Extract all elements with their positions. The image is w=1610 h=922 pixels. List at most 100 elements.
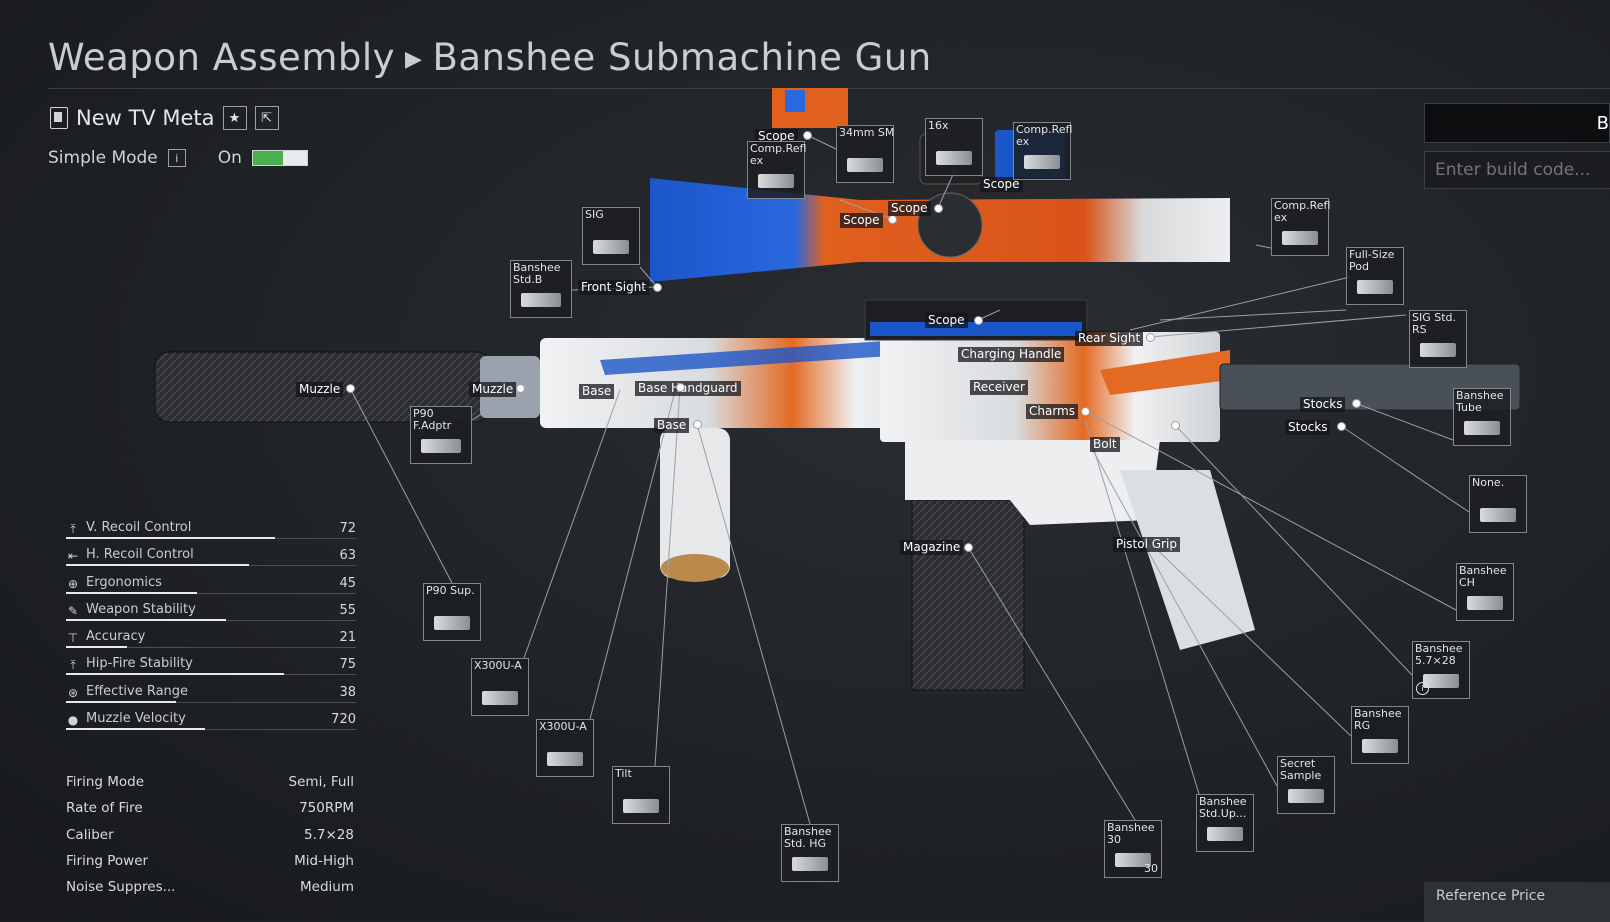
stat-value: 720 [331, 712, 356, 728]
slot-tag[interactable]: Base Handguard [635, 381, 741, 396]
attachment-thumb [434, 616, 470, 630]
leader-line [1129, 276, 1351, 331]
slot-dot[interactable] [934, 204, 943, 213]
slot-tag[interactable]: Scope [840, 213, 883, 228]
attachment-card[interactable]: Banshee Std. HG [781, 824, 839, 882]
slot-tag[interactable]: Front Sight [578, 280, 650, 295]
attachment-card[interactable]: SIG [582, 207, 640, 265]
slot-dot[interactable] [1146, 333, 1155, 342]
leader-line [1159, 309, 1347, 321]
leader-line [1340, 425, 1470, 513]
attachment-card[interactable]: X300U-A [536, 719, 594, 777]
leader-line [654, 386, 681, 767]
slot-tag[interactable]: Charging Handle [958, 347, 1065, 362]
hipfire-icon: ⤒ [70, 658, 76, 673]
slot-tag[interactable]: Scope [980, 177, 1023, 192]
stat-name: Muzzle Velocity [86, 711, 186, 727]
attachment-thumb [1467, 596, 1503, 610]
leader-line [839, 199, 893, 220]
slot-dot[interactable] [676, 383, 685, 392]
slot-tag[interactable]: Scope [888, 201, 931, 216]
slot-dot[interactable] [1081, 407, 1090, 416]
page-title: Weapon Assembly▶Banshee Submachine Gun [48, 36, 932, 79]
attachment-card[interactable]: Banshee RG [1351, 706, 1409, 764]
attachment-card[interactable]: Secret Sample [1277, 756, 1335, 814]
attachment-thumb [1207, 827, 1243, 841]
chevron-right-icon: ▶ [405, 47, 423, 72]
breadcrumb-section[interactable]: Weapon Assembly [48, 36, 396, 79]
reference-price-tab[interactable]: Reference Price [1424, 882, 1610, 922]
attachment-thumb [1115, 853, 1151, 867]
favorite-star-icon[interactable]: ★ [222, 106, 247, 130]
attachment-card[interactable]: 16x [925, 118, 983, 176]
attachment-card[interactable]: Banshee Std.B [510, 260, 572, 318]
slot-dot[interactable] [346, 384, 355, 393]
attachment-card[interactable]: Banshee Std.Up... [1196, 794, 1254, 852]
slot-tag[interactable]: Rear Sight [1075, 331, 1144, 346]
attachment-thumb [936, 151, 972, 165]
info-icon[interactable]: i [1416, 682, 1429, 695]
slot-tag[interactable]: Bolt [1090, 437, 1120, 452]
attachment-card[interactable]: Comp.Refl ex [1013, 122, 1072, 180]
slot-tag[interactable]: Base [579, 384, 615, 399]
slot-tag[interactable]: Muzzle [469, 382, 517, 397]
build-header: New TV Meta ★ ⇱ [50, 106, 279, 130]
slot-tag[interactable]: Charms [1026, 404, 1079, 419]
attachment-card[interactable]: 34mm SM [836, 125, 894, 183]
slot-tag[interactable]: Receiver [970, 380, 1028, 395]
attachment-card[interactable]: Banshee Tube [1453, 388, 1511, 446]
slot-dot[interactable] [803, 131, 812, 140]
slot-tag[interactable]: Magazine [900, 540, 964, 555]
slot-tag[interactable]: Muzzle [296, 382, 344, 397]
leader-line [1354, 402, 1454, 441]
attachment-card[interactable]: Banshee CH [1456, 563, 1514, 621]
attachment-card[interactable]: Tilt [612, 766, 670, 824]
attachment-card[interactable]: Comp.Refl ex [747, 141, 806, 199]
leader-line [589, 386, 677, 720]
slot-dot[interactable] [888, 215, 897, 224]
slot-dot[interactable] [1352, 399, 1361, 408]
slot-dot[interactable] [516, 384, 525, 393]
build-button[interactable]: B [1424, 103, 1610, 143]
slot-tag[interactable]: Base [654, 418, 690, 433]
leader-line [806, 134, 839, 151]
slot-tag[interactable]: Stocks [1300, 397, 1346, 412]
slot-tag[interactable]: Scope [755, 129, 798, 144]
slot-tag[interactable]: Scope [925, 313, 968, 328]
slot-dot[interactable] [974, 316, 983, 325]
info-key: Noise Suppres... [66, 879, 176, 896]
build-name[interactable]: New TV Meta [76, 106, 215, 130]
simple-mode-toggle[interactable] [251, 150, 308, 166]
info-value: 750RPM [299, 800, 354, 817]
slot-dot[interactable] [653, 283, 662, 292]
attachment-card[interactable]: P90 F.Adptr [410, 406, 472, 464]
attachment-card[interactable]: SIG Std. RS [1409, 310, 1467, 368]
stability-icon: ✎ [67, 603, 79, 618]
slot-tag[interactable]: Pistol Grip [1113, 537, 1180, 552]
slot-dot[interactable] [693, 420, 702, 429]
info-icon[interactable]: i [167, 149, 186, 167]
attachment-card[interactable]: X300U-A [471, 658, 529, 716]
slot-tag[interactable]: Stocks [1285, 420, 1331, 435]
attachment-thumb [421, 439, 461, 453]
attachment-card[interactable]: P90 Sup. [423, 583, 481, 641]
stat-bar [66, 700, 177, 703]
slot-dot[interactable] [964, 543, 973, 552]
slot-dot[interactable] [1171, 421, 1180, 430]
attachment-card[interactable]: None. [1469, 475, 1527, 533]
build-code-input[interactable] [1424, 151, 1610, 189]
stat-bar [66, 537, 275, 539]
stat-name: H. Recoil Control [86, 547, 194, 563]
attachment-card[interactable]: Full-Size Pod [1346, 247, 1404, 305]
share-export-icon[interactable]: ⇱ [254, 106, 279, 130]
slot-dot[interactable] [1337, 422, 1346, 431]
attachment-card[interactable]: Comp.Refl ex [1271, 198, 1330, 256]
